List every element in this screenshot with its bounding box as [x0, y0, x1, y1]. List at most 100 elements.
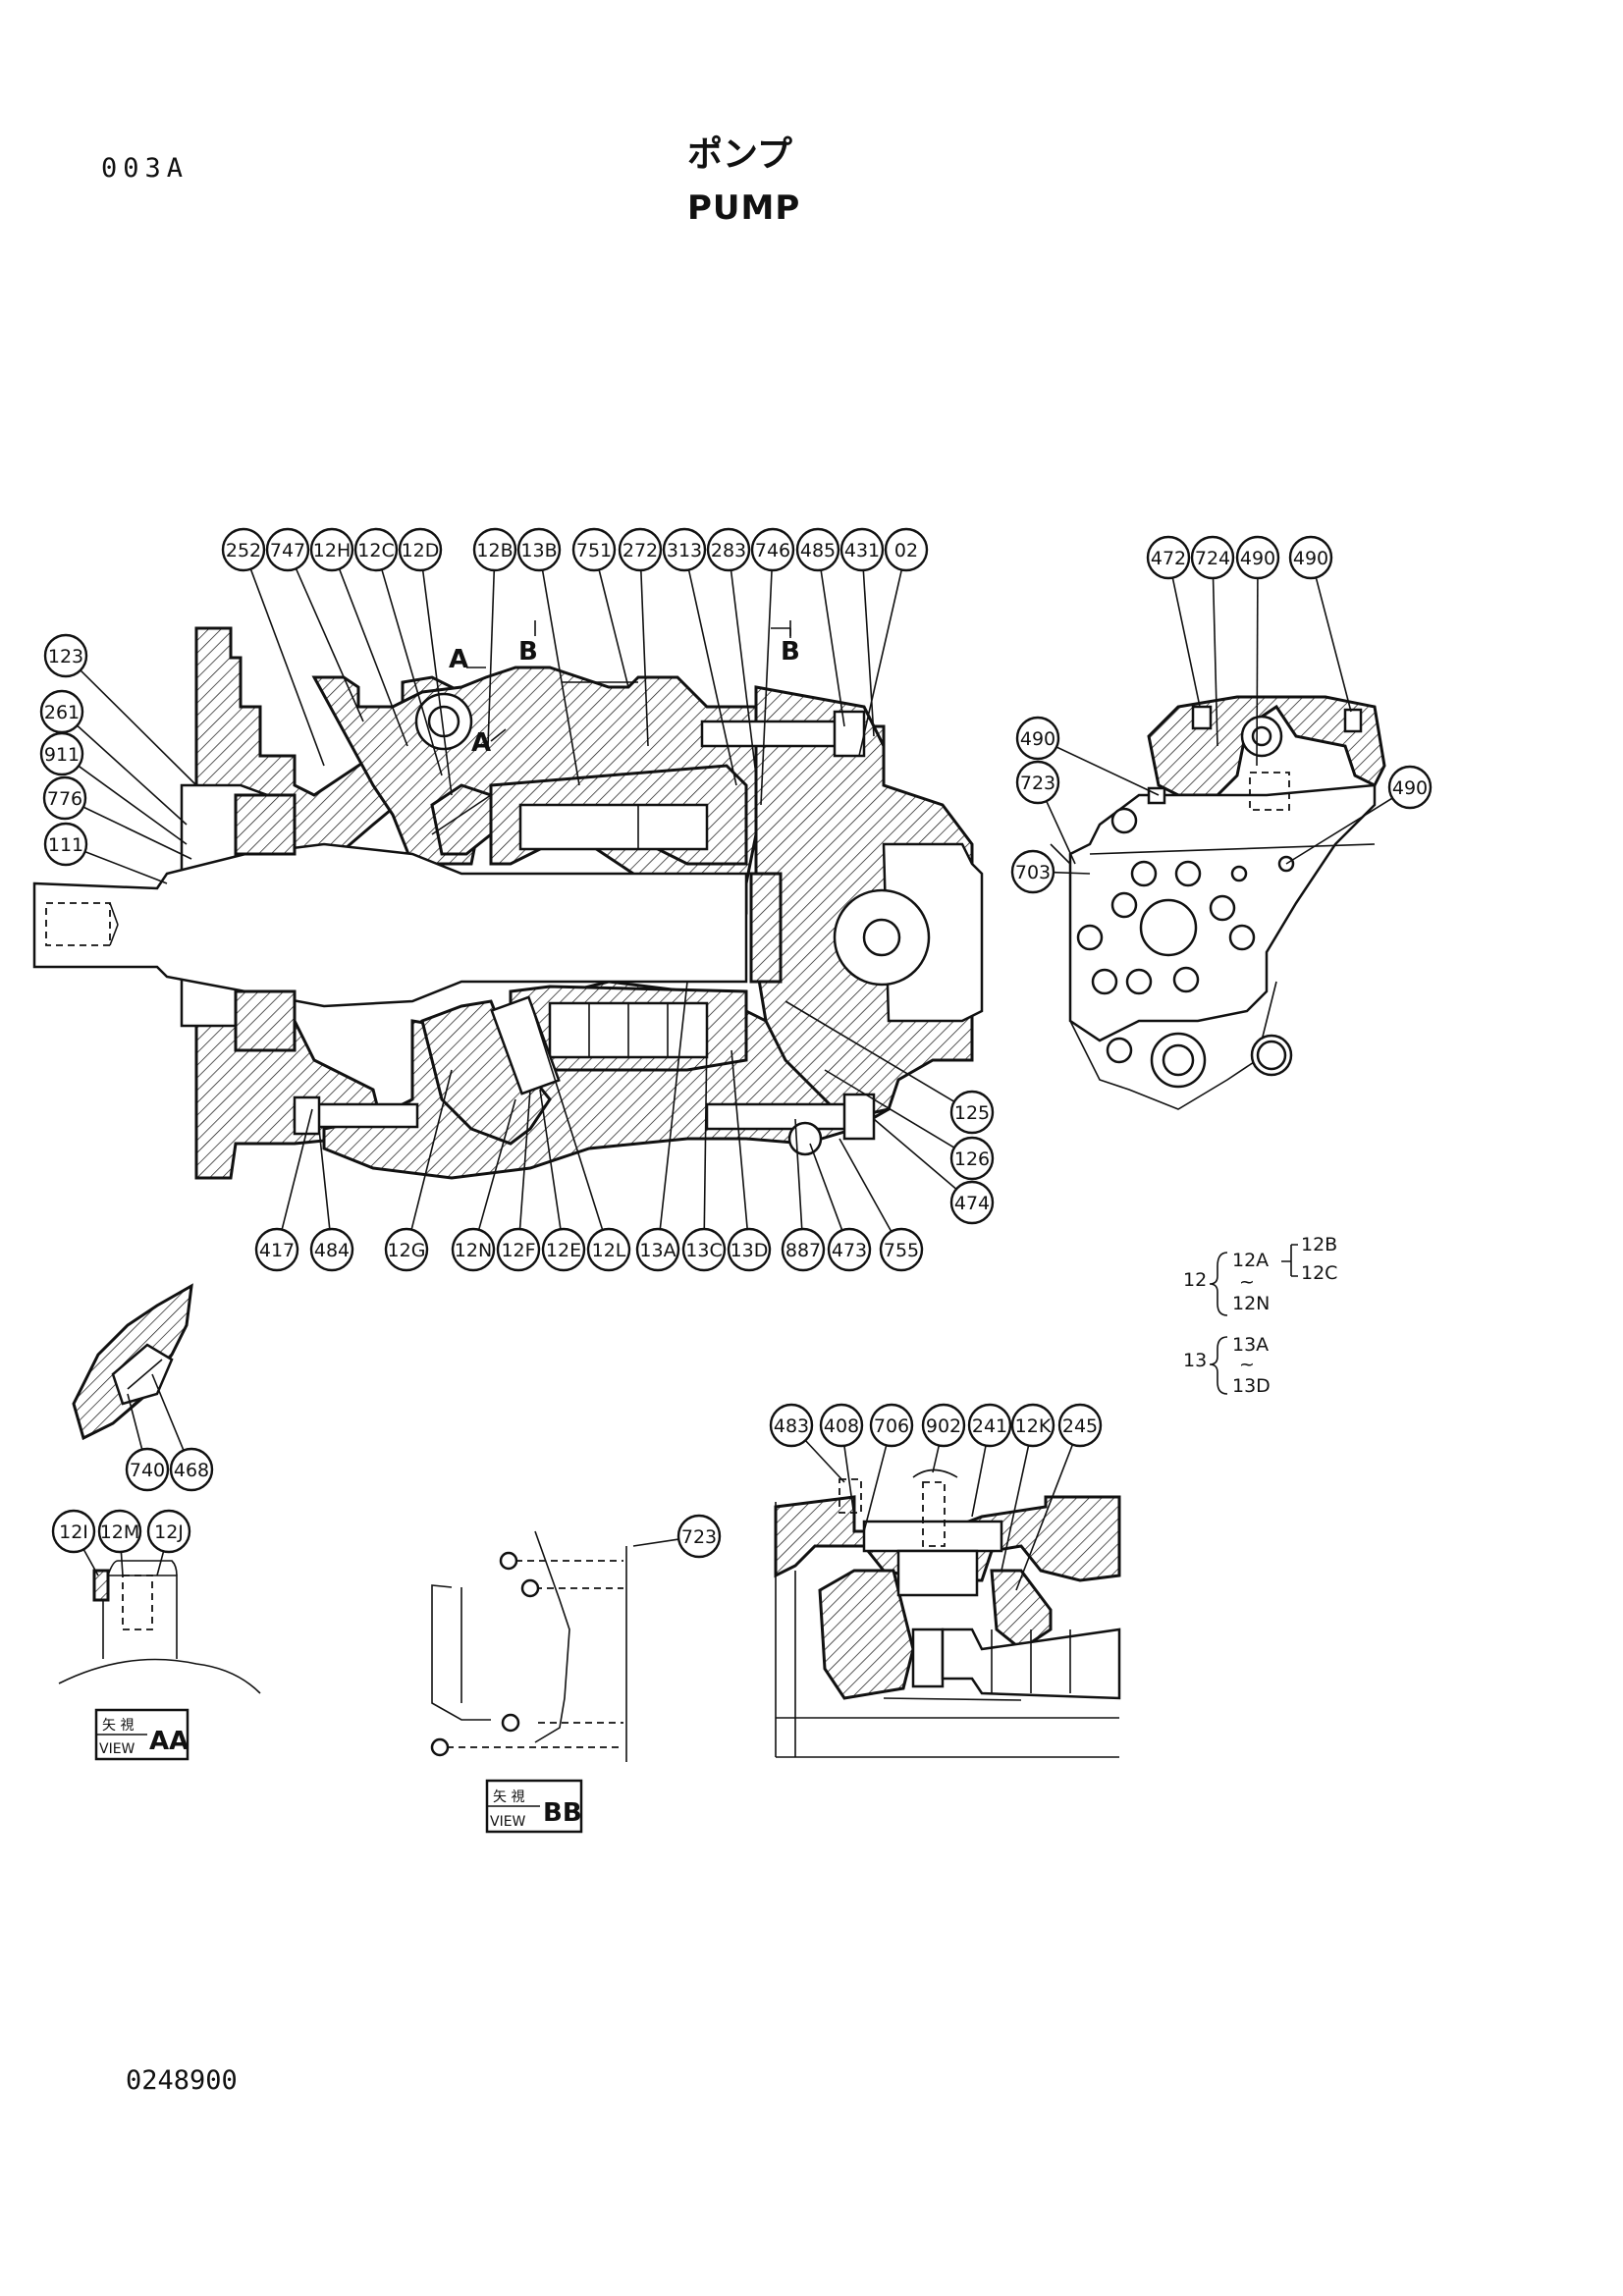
side-view-callouts-bubble-0 [1146, 535, 1191, 580]
main-callouts-top-bubble-8 [618, 527, 663, 572]
view-bb-jp: 矢 視 [493, 1789, 524, 1805]
detail-callouts-view-bb-bubble-0 [676, 1514, 722, 1559]
main-callouts-bottom-bubble-8 [681, 1227, 727, 1272]
side-view-callouts-leader-7 [1053, 871, 1091, 875]
side-view-callouts-leader-6 [1046, 800, 1076, 865]
main-callouts-bottom-bubble-11 [827, 1227, 872, 1272]
callout-label-723: 723 [681, 1526, 717, 1548]
callout-label-13B: 13B [520, 540, 557, 561]
main-callouts-right-bubble-2 [949, 1180, 995, 1225]
main-callouts-top-leader-8 [640, 569, 649, 747]
title-english: PUMP [687, 188, 801, 228]
callout-label-431: 431 [844, 540, 880, 561]
callout-label-13D: 13D [730, 1240, 769, 1261]
callout-label-490: 490 [1020, 728, 1055, 750]
view-aa-drawing: 矢 視 VIEW AA [58, 1560, 261, 1761]
detail-callouts-sub-section-bubble-2 [869, 1403, 914, 1448]
detail-callouts-sub-section-bubble-1 [819, 1403, 864, 1448]
main-callouts-top-bubble-7 [571, 527, 617, 572]
callout-label-490: 490 [1392, 777, 1428, 799]
callout-label-703: 703 [1015, 862, 1051, 883]
callout-label-474: 474 [954, 1193, 990, 1214]
detail-callouts-view-aa-bubble-1 [97, 1509, 142, 1554]
legend-13-first: 13A [1232, 1334, 1269, 1356]
legend-12-first: 12A [1232, 1250, 1269, 1271]
callout-label-126: 126 [954, 1148, 990, 1170]
main-callouts-top-leader-10 [730, 569, 757, 776]
callout-label-123: 123 [48, 646, 83, 667]
main-callouts-bottom-leader-3 [477, 1098, 516, 1230]
view-bb-en: VIEW [490, 1814, 526, 1830]
main-callouts-left-leader-4 [84, 850, 168, 884]
callout-label-484: 484 [314, 1240, 350, 1261]
callout-label-12E: 12E [546, 1240, 581, 1261]
view-aa-jp: 矢 視 [102, 1718, 134, 1734]
callout-label-12C: 12C [357, 540, 394, 561]
main-callouts-right-leader-0 [784, 1000, 955, 1102]
drawing-number: 0248900 [126, 2065, 238, 2096]
main-section-drawing [32, 626, 984, 1180]
main-callouts-top-bubble-12 [795, 527, 840, 572]
side-view-callouts-leader-2 [1256, 577, 1259, 767]
main-callouts-top-leader-13 [862, 569, 875, 737]
detail-callouts-nut-detail-leader-1 [151, 1373, 185, 1451]
main-callouts-top-leader-1 [295, 567, 364, 722]
main-callouts-bottom-leader-1 [318, 1128, 331, 1230]
section-mark-a-top: A [449, 645, 468, 674]
legend-12-tilde: ~ [1239, 1271, 1255, 1293]
main-callouts-left-leader-3 [82, 806, 192, 860]
callout-label-12B: 12B [476, 540, 513, 561]
callout-label-12N: 12N [455, 1240, 492, 1261]
callout-label-245: 245 [1062, 1415, 1098, 1437]
legend-13-number: 13 [1183, 1350, 1207, 1371]
detail-callouts-sub-section-leader-1 [843, 1445, 855, 1518]
legend-13-last: 13D [1232, 1375, 1271, 1397]
section-mark-a-bottom: A [471, 728, 491, 758]
callout-label-12K: 12K [1015, 1415, 1052, 1437]
callout-label-125: 125 [954, 1102, 990, 1124]
main-callouts-top-bubble-10 [706, 527, 751, 572]
callout-label-490: 490 [1293, 548, 1328, 569]
detail-callouts-sub-section-leader-4 [971, 1445, 987, 1518]
detail-callouts-sub-section-leader-6 [1015, 1444, 1074, 1591]
main-callouts-bottom-leader-8 [703, 1030, 708, 1230]
legend-12-sub-a: 12B [1301, 1234, 1337, 1255]
main-callouts-bottom-bubble-1 [309, 1227, 354, 1272]
main-callouts-top-leader-14 [858, 569, 903, 757]
callout-label-12L: 12L [592, 1240, 626, 1261]
main-callouts-top-bubble-3 [353, 527, 399, 572]
detail-callouts-view-aa-bubble-0 [51, 1509, 96, 1554]
callout-label-417: 417 [259, 1240, 295, 1261]
main-callouts-bottom-bubble-7 [635, 1227, 680, 1272]
detail-callouts-view-aa-bubble-2 [146, 1509, 191, 1554]
main-callouts-left-leader-1 [77, 724, 188, 826]
main-callouts-top-leader-2 [338, 568, 408, 747]
main-callouts-bottom-leader-7 [659, 981, 688, 1230]
side-view-callouts-leader-5 [1285, 797, 1393, 865]
side-view-callouts-bubble-2 [1235, 535, 1280, 580]
main-callouts-left-leader-2 [78, 765, 188, 845]
side-view-callouts-leader-0 [1171, 577, 1201, 708]
main-callouts-bottom-leader-11 [809, 1143, 843, 1231]
legend-12-number: 12 [1183, 1269, 1207, 1291]
main-callouts-top-bubble-5 [472, 527, 517, 572]
detail-callouts-sub-section-bubble-6 [1057, 1403, 1103, 1448]
callout-label-13A: 13A [639, 1240, 676, 1261]
callout-label-724: 724 [1195, 548, 1230, 569]
side-view-callouts-bubble-5 [1387, 765, 1433, 810]
callout-label-12G: 12G [388, 1240, 426, 1261]
callout-label-747: 747 [270, 540, 305, 561]
callout-label-490: 490 [1240, 548, 1275, 569]
callout-label-02: 02 [894, 540, 918, 561]
main-callouts-bottom-bubble-2 [384, 1227, 429, 1272]
callout-label-723: 723 [1020, 773, 1055, 794]
callout-label-740: 740 [130, 1460, 165, 1481]
callout-label-252: 252 [226, 540, 261, 561]
view-aa-en: VIEW [99, 1741, 135, 1757]
callout-label-776: 776 [47, 788, 82, 810]
main-callouts-top-bubble-13 [839, 527, 885, 572]
main-callouts-bottom-bubble-0 [254, 1227, 299, 1272]
detail-callouts-sub-section-leader-5 [1001, 1445, 1030, 1572]
callout-label-12J: 12J [154, 1522, 184, 1543]
main-callouts-left-bubble-0 [43, 633, 88, 678]
